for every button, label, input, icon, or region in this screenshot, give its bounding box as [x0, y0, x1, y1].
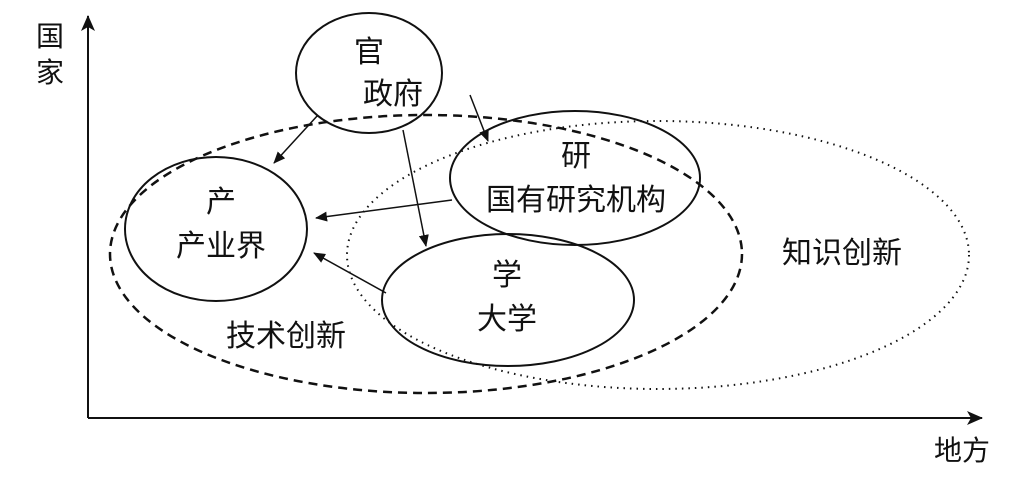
arrow-university-to-industry: [313, 252, 387, 294]
industry-subtitle: 产业界: [176, 229, 266, 264]
government-subtitle: 政府: [363, 77, 423, 112]
government-title: 官: [354, 35, 384, 70]
x-axis-label: 地方: [934, 434, 990, 467]
industry-title: 产: [206, 185, 236, 220]
technology-innovation-label: 技术创新: [226, 319, 346, 354]
industry-node: [124, 156, 308, 302]
knowledge-innovation-region: [346, 120, 970, 390]
arrow-government-to-industry: [273, 114, 319, 164]
arrow-government-to-university: [402, 129, 429, 247]
y-axis-label-line2: 家: [36, 56, 64, 89]
research-subtitle: 国有研究机构: [486, 183, 666, 218]
university-title: 学: [492, 258, 522, 293]
research-node: [449, 110, 701, 246]
technology-innovation-region: [108, 113, 744, 395]
y-axis-label-line1: 国: [36, 20, 64, 53]
university-subtitle: 大学: [477, 302, 537, 337]
arrow-government-to-research: [469, 94, 489, 142]
government-node: [295, 12, 443, 134]
university-node: [381, 233, 635, 367]
research-title: 研: [561, 139, 591, 174]
knowledge-innovation-label: 知识创新: [782, 236, 902, 271]
arrow-research-to-industry: [315, 199, 453, 222]
